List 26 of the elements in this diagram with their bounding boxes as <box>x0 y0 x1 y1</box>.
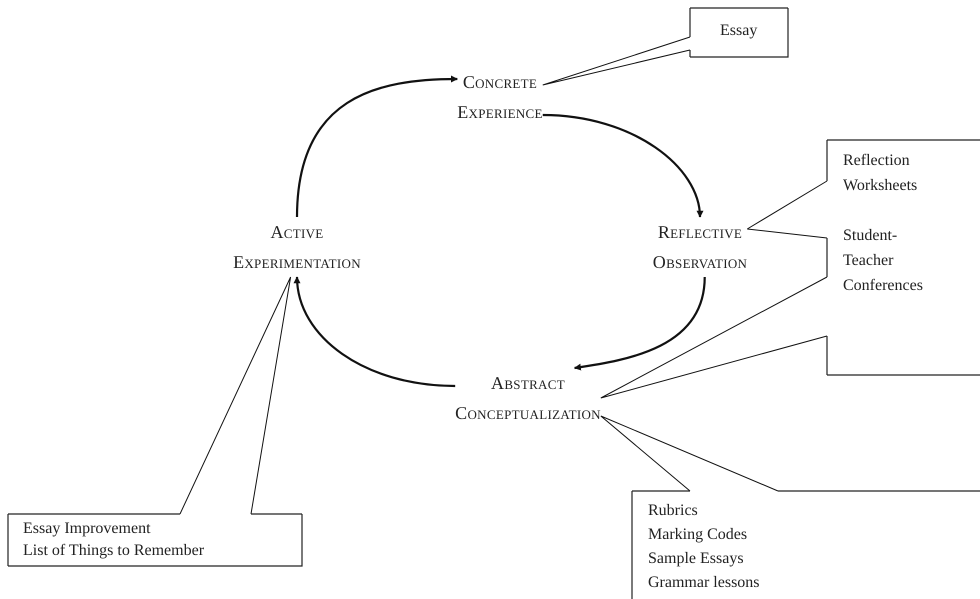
callout-box <box>827 140 980 375</box>
callout-text: Student-Teacher Conferences <box>843 226 924 296</box>
callout-text: Reflection Worksheets <box>843 151 918 196</box>
leader-line <box>600 416 778 492</box>
cycle-arrow <box>542 114 703 218</box>
callout-box <box>8 514 302 566</box>
cycle-arrow <box>294 276 456 388</box>
callout-box <box>632 491 980 599</box>
leader-line <box>600 276 828 398</box>
callout-text: Essay Improvement <box>23 519 152 539</box>
stage-label: Reflective Observation <box>652 217 748 277</box>
callout-text: List of Things to Remember <box>23 541 206 561</box>
stage-label: Active Experimentation <box>233 217 361 277</box>
cycle-arrow <box>296 76 458 218</box>
stage-label: Concrete Experience <box>457 67 543 127</box>
leader-line <box>180 276 292 514</box>
callout-box <box>690 8 788 57</box>
callout-text: Sample Essays <box>648 549 745 569</box>
callout-text: Grammar lessons <box>648 573 761 593</box>
callout-text: Marking Codes <box>648 525 748 545</box>
leader-line <box>542 36 690 86</box>
stage-label: Abstract Conceptualization <box>455 368 601 428</box>
leader-line <box>746 180 828 238</box>
callout-text: Rubrics <box>648 501 699 521</box>
callout-text: Essay <box>720 21 758 41</box>
cycle-arrow <box>574 276 706 371</box>
